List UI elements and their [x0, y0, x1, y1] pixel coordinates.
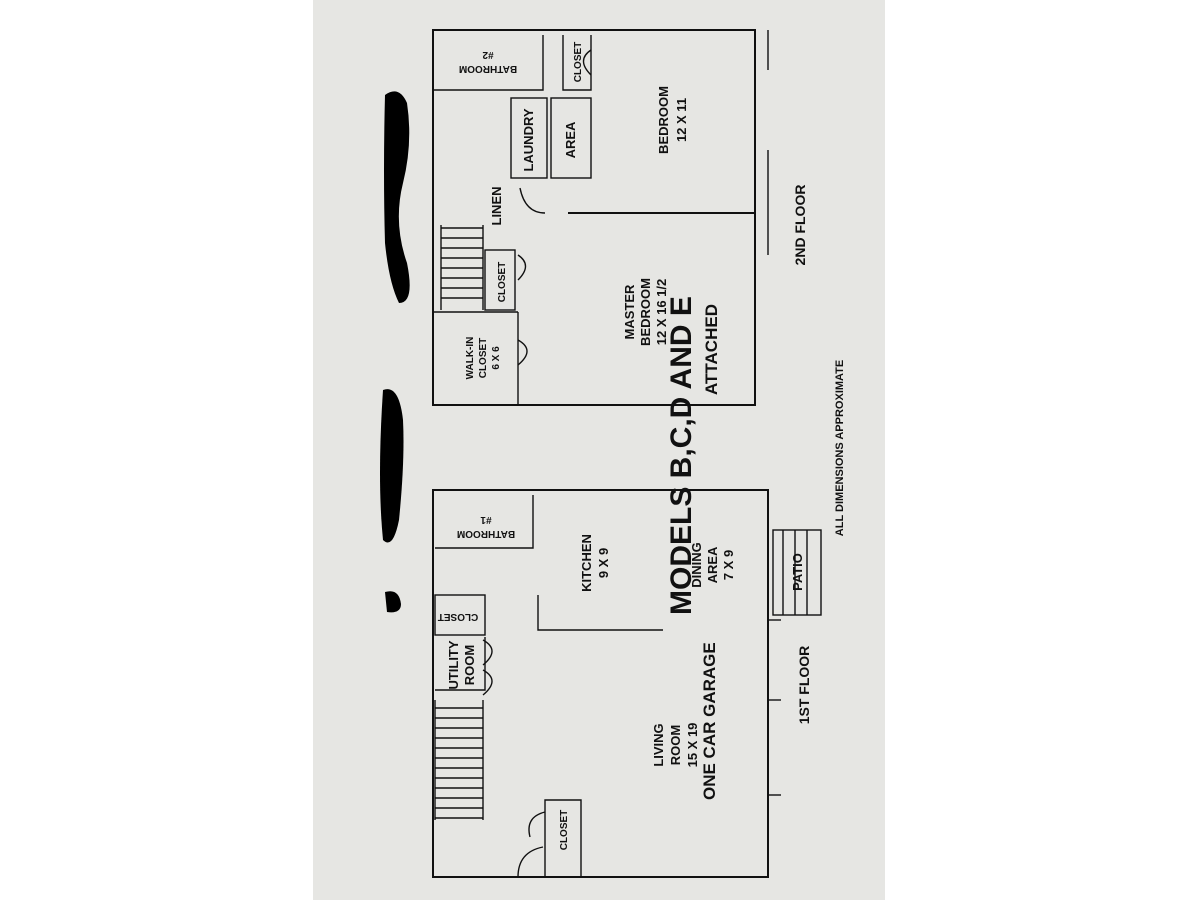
floor-plan-diagram: MODELS B,C,D AND E ONE CAR GARAGE ATTACH… [380, 29, 846, 878]
room-label-bathroom1: BATHROOM#1 [457, 514, 515, 539]
floor-label-second: 2ND FLOOR [792, 185, 808, 266]
room-label-laundry: LAUNDRY [521, 108, 536, 171]
redaction-mark [380, 389, 404, 543]
redaction-mark [385, 591, 401, 613]
room-label-dining: DININGAREA7 X 9 [689, 542, 736, 588]
subtitle-left: ONE CAR GARAGE [700, 642, 719, 800]
room-label-bathroom2: BATHROOM#2 [459, 49, 517, 74]
subtitle-right: ATTACHED [702, 304, 721, 395]
room-label-closet-top-1: CLOSET [438, 611, 479, 622]
room-label-master-bedroom: MASTERBEDROOM12 X 16 1/2 [622, 278, 669, 346]
redaction-mark [384, 91, 410, 303]
room-label-closet-bottom-1: CLOSET [559, 810, 570, 851]
room-label-closet-top-2: CLOSET [573, 42, 584, 83]
room-label-patio: PATIO [790, 553, 805, 591]
floor-plan-sheet: MODELS B,C,D AND E ONE CAR GARAGE ATTACH… [313, 0, 885, 900]
dimensions-note: ALL DIMENSIONS APPROXIMATE [834, 360, 846, 536]
room-label-linen: LINEN [489, 187, 504, 226]
room-label-area: AREA [563, 121, 578, 158]
first-floor-plan [432, 489, 822, 878]
room-label-closet-mid-2: CLOSET [497, 262, 508, 303]
second-floor-plan [432, 29, 769, 406]
floor-label-first: 1ST FLOOR [796, 646, 812, 725]
room-label-utility: UTILITYROOM [446, 640, 477, 689]
plan-title: MODELS B,C,D AND E [665, 296, 698, 615]
